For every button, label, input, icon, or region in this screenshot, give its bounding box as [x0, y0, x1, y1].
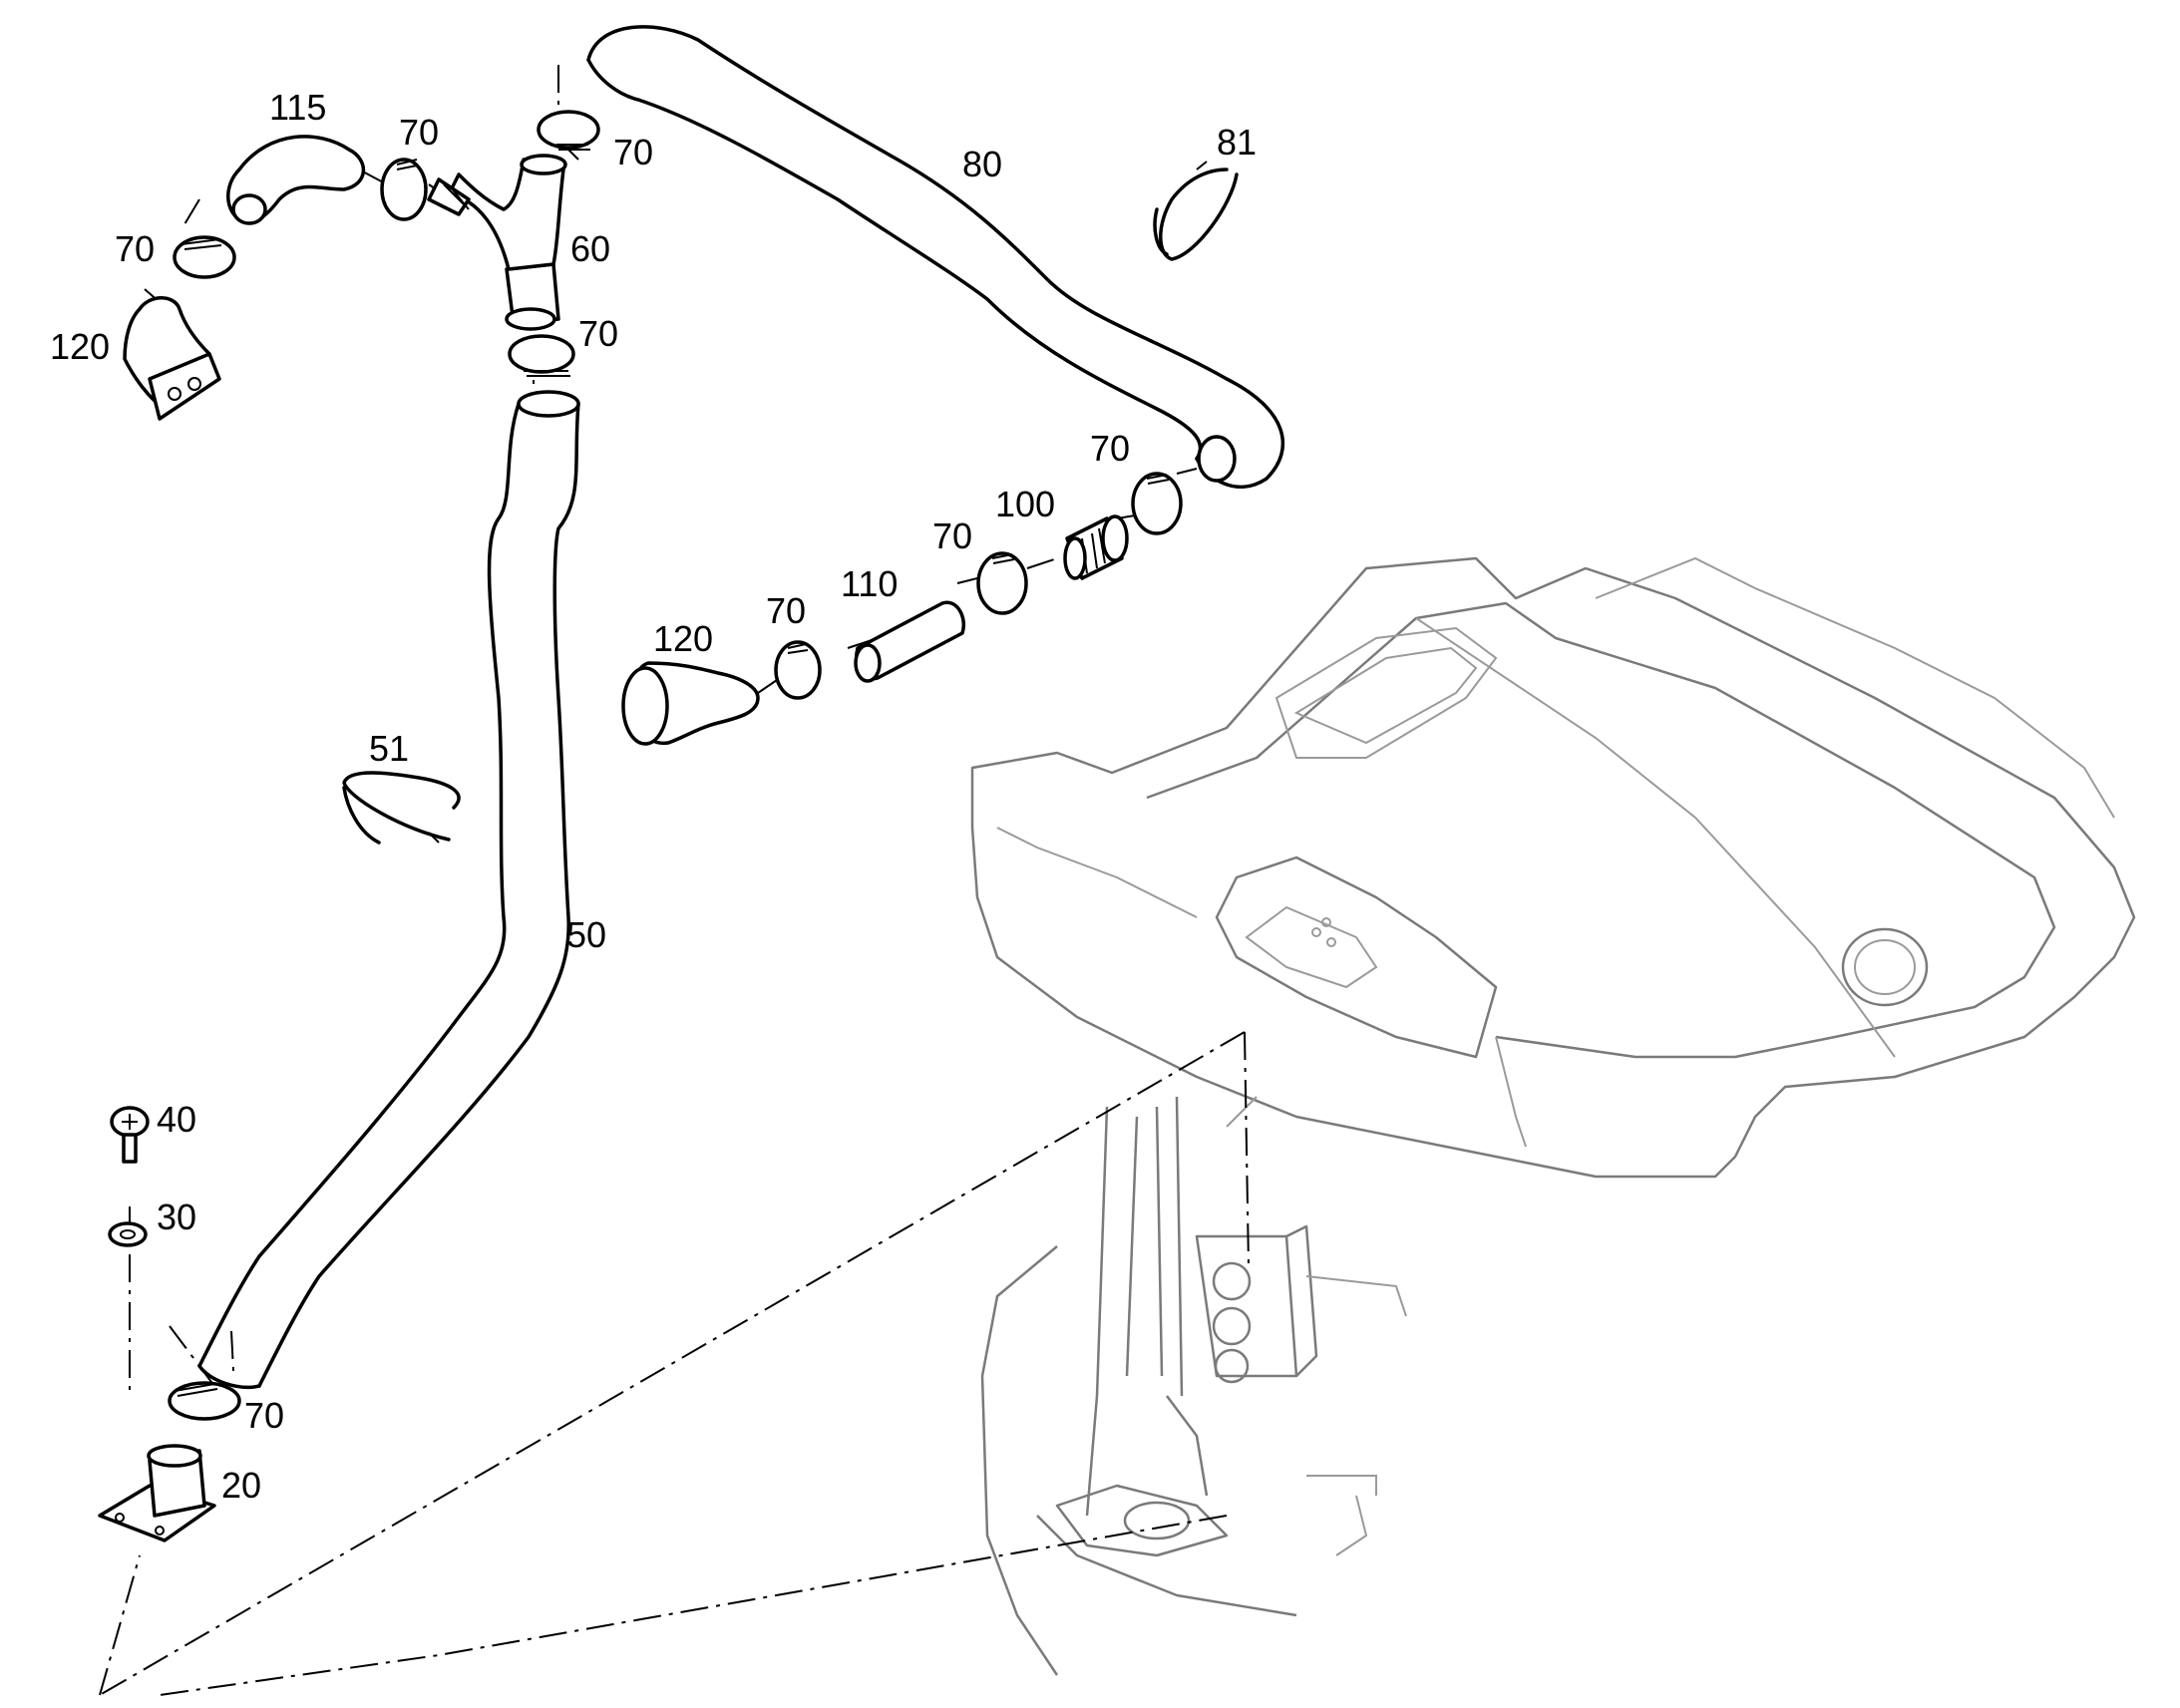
label-120: 120 — [50, 326, 110, 367]
label-120: 120 — [653, 618, 713, 659]
part-120-outlet-left — [123, 296, 221, 421]
label-30: 30 — [157, 1196, 196, 1237]
clamps — [168, 110, 1183, 1421]
label-40: 40 — [157, 1099, 196, 1140]
label-115: 115 — [269, 87, 326, 128]
label-80: 80 — [962, 144, 1002, 184]
label-60: 60 — [570, 228, 610, 269]
part-20-base — [98, 1444, 216, 1542]
cab-frame-lower — [980, 1096, 1407, 1676]
label-70: 70 — [399, 112, 439, 153]
label-70: 70 — [244, 1395, 284, 1436]
label-70: 70 — [766, 590, 806, 631]
label-110: 110 — [841, 563, 898, 604]
part-51-ring — [342, 771, 461, 845]
part-100-connector — [1063, 514, 1129, 580]
label-20: 20 — [221, 1465, 261, 1506]
part-40-screw — [110, 1106, 150, 1164]
label-100: 100 — [995, 484, 1055, 524]
label-70: 70 — [115, 228, 155, 269]
part-50-hose — [197, 390, 580, 1389]
reference-lines — [99, 65, 1250, 1696]
cab-roof-assembly — [970, 556, 2136, 1179]
part-80-hose — [586, 25, 1285, 490]
part-60-y-connector — [427, 154, 567, 331]
part-115-elbow — [226, 135, 366, 225]
part-120-outlet-mid — [621, 661, 760, 746]
label-70: 70 — [613, 132, 653, 172]
label-70: 70 — [1090, 428, 1130, 469]
label-81: 81 — [1217, 122, 1257, 163]
label-51: 51 — [369, 728, 409, 769]
label-50: 50 — [566, 914, 606, 955]
part-30-washer — [108, 1221, 148, 1247]
label-70: 70 — [578, 313, 618, 354]
label-70: 70 — [932, 515, 972, 556]
part-labels: 115 70 70 70 120 60 70 80 81 70 100 70 1… — [50, 87, 1257, 1506]
part-110-hose — [854, 600, 965, 683]
part-81-ring — [1153, 161, 1239, 261]
